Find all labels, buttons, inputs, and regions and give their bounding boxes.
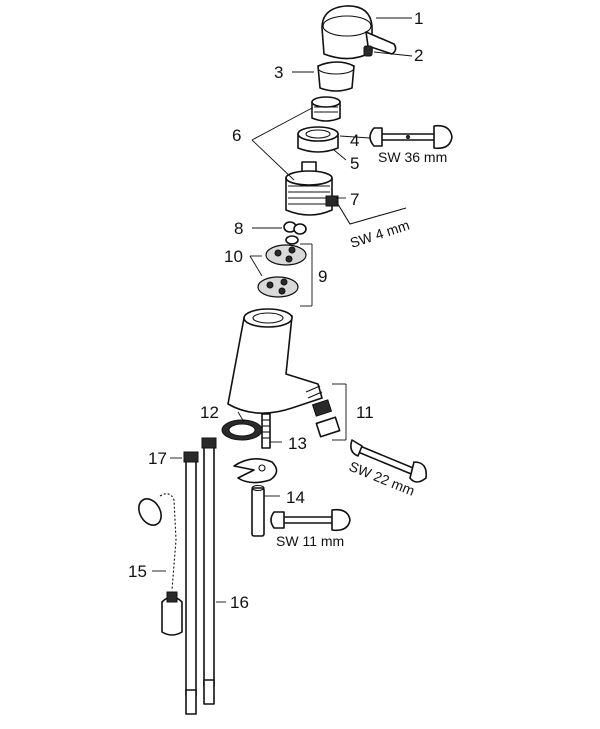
wrench-22mm-label: SW 22 mm	[347, 458, 417, 499]
fixing-nut	[251, 484, 265, 537]
label-17: 17	[148, 449, 167, 468]
label-10: 10	[224, 247, 243, 266]
horseshoe-washer	[233, 458, 278, 484]
cartridge-screw	[325, 195, 407, 225]
label-15: 15	[128, 562, 147, 581]
o-rings	[283, 221, 307, 245]
label-1: 1	[414, 9, 423, 28]
wrench-11mm-icon	[270, 508, 351, 532]
aerator	[305, 385, 341, 438]
wrench-36mm-label: SW 36 mm	[378, 149, 447, 165]
label-14: 14	[286, 488, 305, 507]
wrench-22mm-icon	[350, 439, 428, 483]
grub-screw	[363, 45, 373, 57]
label-4: 4	[350, 131, 359, 150]
base-gasket	[221, 419, 263, 441]
label-6: 6	[232, 126, 241, 145]
label-3: 3	[274, 63, 283, 82]
label-11: 11	[356, 403, 374, 422]
lever-handle	[321, 5, 397, 60]
label-7: 7	[350, 190, 359, 209]
chain-with-stopper	[138, 493, 183, 636]
cover-ring	[317, 61, 355, 92]
label-8: 8	[234, 219, 243, 238]
label-16: 16	[230, 593, 249, 612]
wrench-11mm-label: SW 11 mm	[276, 533, 344, 549]
label-5: 5	[350, 154, 359, 173]
label-2: 2	[414, 46, 423, 65]
control-discs	[257, 244, 307, 298]
leader-lines	[152, 17, 413, 603]
wrench-36mm-icon	[369, 124, 453, 150]
label-9: 9	[318, 267, 327, 286]
threaded-nut-small	[311, 96, 341, 122]
label-12: 12	[200, 403, 219, 422]
faucet-body	[227, 308, 323, 414]
label-13: 13	[288, 434, 307, 453]
supply-hoses	[183, 437, 217, 715]
part-labels: 1 2 3 4 5 6 7 8 9 10 11 12 13 14 15 16 1…	[128, 9, 423, 612]
cartridge	[285, 161, 333, 216]
threaded-ring	[297, 126, 339, 153]
threaded-stud	[261, 413, 271, 449]
